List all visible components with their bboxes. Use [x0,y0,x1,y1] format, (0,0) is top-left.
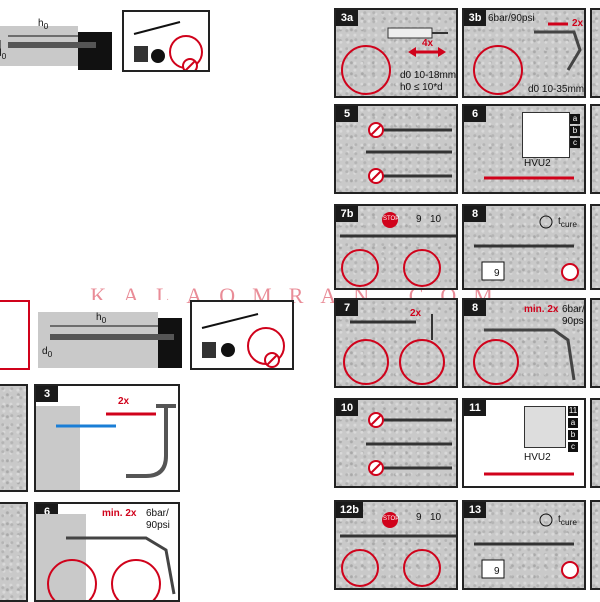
anchor-dimension-panel-2: h0 d0 [34,300,184,370]
anchor-dimension-drawing [0,26,112,70]
step-number: 7 [336,300,358,316]
step-number: 3 [36,386,58,402]
step-number: 8 [464,300,486,316]
step-10-panel: 10 [334,398,458,488]
letter-11: 11 [568,406,578,416]
h0-label: h0 [96,312,107,325]
cut-panel [590,204,600,290]
air-blow-step-panel: 8 min. 2x 6bar/ 90psi [462,298,586,388]
step-number: 6 [464,106,486,122]
step-number: 12b [336,502,363,518]
letter-c: c [570,138,580,148]
cure-time: tcure [558,216,577,229]
page-ref: 9 [416,214,422,225]
cut-panel [590,500,600,590]
repeat-count: 2x [572,18,584,29]
pressure-label: 90psi [562,316,586,327]
step-8-panel: 8 tcure 9 [462,204,586,290]
d0-label: d0 [42,346,53,359]
brush-step-panel: 7 2x [334,298,458,388]
repeat-count: min. 2x [524,304,559,315]
step-number: 5 [336,106,358,122]
cleaning-warning-panel [122,10,210,72]
step-number: 8 [464,206,486,222]
cut-panel [0,502,28,602]
letter-a: a [568,418,578,428]
step-number: 10 [336,400,358,416]
step-number: 7b [336,206,358,222]
step-3b-panel: 3b 6bar/90psi 2x d0 10-35mm [462,8,586,98]
letter-b: b [568,430,578,440]
h0-label: h0 [38,18,49,31]
pressure-label: 6bar/ [146,508,169,519]
cut-panel [590,104,600,194]
cut-panel [590,298,600,388]
cleaning-warning-panel-2 [190,300,294,370]
letter-c: c [568,442,578,452]
step-5-panel: 5 [334,104,458,194]
repeat-count: 4x [422,38,434,49]
diameter-range: d0 10-35mm [528,84,585,95]
anchor-dimension-panel: h0 d0 [0,10,114,72]
cut-panel [0,384,28,492]
page-ref: 9 [494,566,500,577]
repeat-count: min. 2x [102,508,137,519]
diameter-range: d0 10-18mm [400,70,457,81]
pressure-label: 6bar/ [562,304,585,315]
step-3-panel: 3 2x [34,384,180,492]
stop-sign: STOP [383,516,400,522]
step-number: 3b [464,10,486,26]
step-6-panel: 6 a b c HVU2 [462,104,586,194]
step-7b-panel: 7b STOP 9 10 [334,204,458,290]
cure-time: tcure [558,514,577,527]
repeat-count: 2x [118,396,130,407]
step-13-panel: 13 tcure 9 [462,500,586,590]
step-number: 13 [464,502,486,518]
step-11-panel: 11 11 a b c HVU2 [462,398,586,488]
cut-panel [590,8,600,98]
step-6-air-panel: 6 min. 2x 6bar/ 90psi [34,502,180,602]
page-ref: 10 [430,214,442,225]
step-3a-panel: 3a 4x d0 10-18mm h0 ≤ 10*d [334,8,458,98]
depth-limit: h0 ≤ 10*d [400,82,443,93]
step-number: 3a [336,10,358,26]
pressure-label: 90psi [146,520,170,531]
page-ref: 10 [430,512,442,523]
step-12b-panel: 12b STOP 9 10 [334,500,458,590]
cut-panel-red [0,300,30,370]
letter-b: b [570,126,580,136]
letter-a: a [570,114,580,124]
pressure-label: 6bar/90psi [488,13,535,24]
capsule-label: HVU2 [524,452,551,463]
cut-panel [590,398,600,488]
d0-label: d0 [0,48,7,61]
step-number: 11 [464,400,486,416]
stop-sign: STOP [383,216,400,222]
page-ref: 9 [416,512,422,523]
capsule-label: HVU2 [524,158,551,169]
repeat-count: 2x [410,308,422,319]
page-ref: 9 [494,268,500,279]
